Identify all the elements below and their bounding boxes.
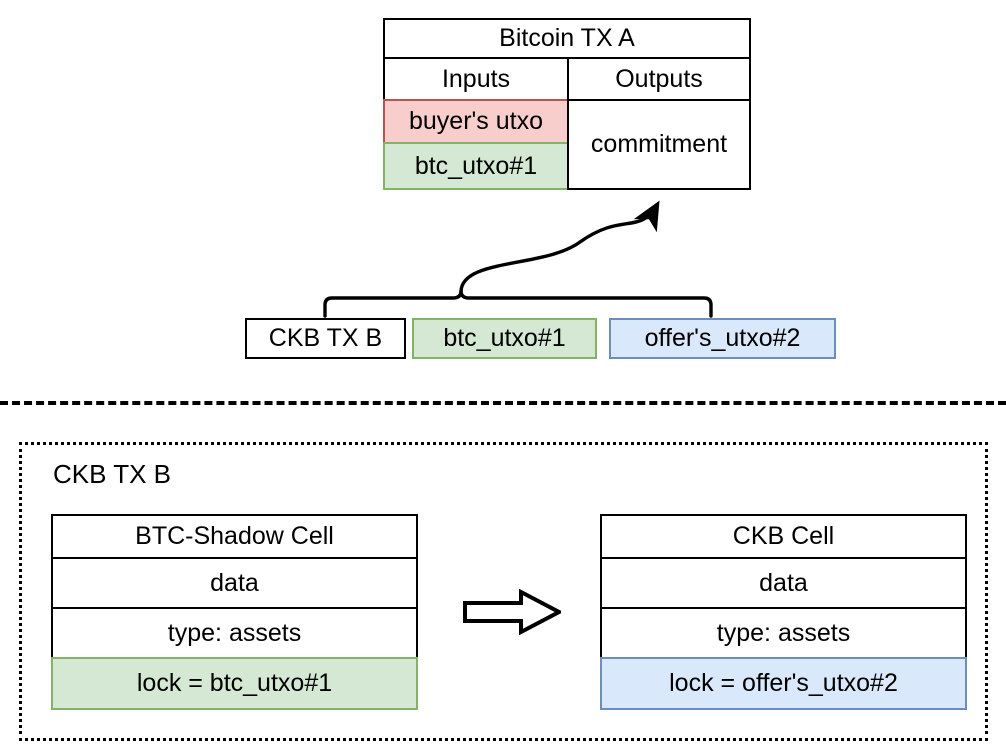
ckb-tx-b-section-label: CKB TX B [53, 459, 172, 489]
transform-arrow-icon [463, 589, 561, 635]
section-divider [0, 401, 1006, 405]
middle-ckb-tx-b-box: CKB TX B [245, 318, 406, 359]
bitcoin-tx-outputs-header: Outputs [567, 57, 751, 101]
bitcoin-output-commitment: commitment [567, 99, 751, 190]
ckb-cell-data-row: data [600, 557, 967, 609]
ckb-cell-lock-row: lock = offer's_utxo#2 [600, 657, 967, 710]
btc-shadow-cell-data-row: data [51, 557, 418, 609]
middle-offers-utxo2-box: offer's_utxo#2 [609, 318, 836, 359]
bitcoin-input-buyers-utxo: buyer's utxo [383, 99, 569, 144]
btc-shadow-cell-type-row: type: assets [51, 607, 418, 659]
btc-shadow-cell-title: BTC-Shadow Cell [51, 514, 418, 559]
btc-shadow-cell-table: BTC-Shadow Cell data type: assets lock =… [51, 514, 418, 710]
btc-shadow-cell-lock-row: lock = btc_utxo#1 [51, 657, 418, 710]
bitcoin-tx-inputs-header: Inputs [383, 57, 569, 101]
ckb-cell-table: CKB Cell data type: assets lock = offer'… [600, 514, 967, 710]
bitcoin-tx-table: Bitcoin TX A Inputs Outputs buyer's utxo… [383, 18, 751, 190]
bitcoin-input-btc-utxo1: btc_utxo#1 [383, 142, 569, 190]
ckb-cell-type-row: type: assets [600, 607, 967, 659]
middle-btc-utxo1-box: btc_utxo#1 [412, 318, 597, 359]
ckb-cell-title: CKB Cell [600, 514, 967, 559]
bitcoin-tx-title: Bitcoin TX A [383, 18, 751, 59]
